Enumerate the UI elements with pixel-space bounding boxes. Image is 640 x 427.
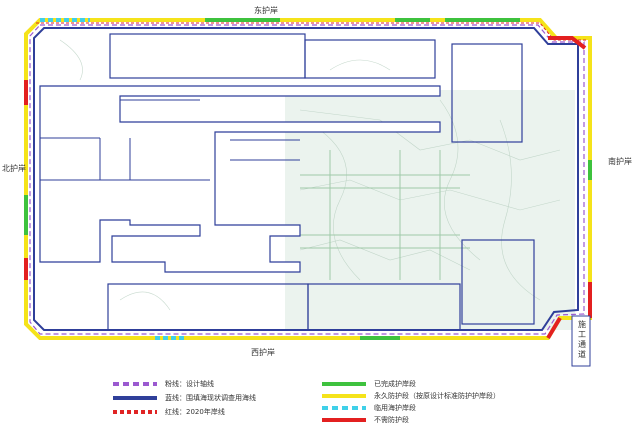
legend-label: 已完成护岸段: [374, 380, 416, 388]
completed-segments: [24, 18, 592, 340]
cyan-dashed-swatch: [322, 406, 366, 410]
green-solid-swatch: [322, 382, 366, 386]
temporary-segments: [40, 18, 185, 340]
east-bank-label: 南护岸: [608, 157, 632, 166]
south-bank-label: 西护岸: [251, 348, 275, 357]
blue-solid-swatch: [113, 396, 157, 400]
north-bank-label: 东护岸: [254, 6, 278, 15]
legend-label: 蓝线：围填海现状调查用海线: [165, 394, 256, 402]
central-comb-structure: [39, 85, 441, 273]
legend-item-permanent: 永久防护段（按原设计标准防护护岸段）: [322, 390, 500, 402]
construction-channel-box: [571, 315, 591, 367]
parcel-outlines: [107, 33, 535, 331]
legend-item-2020-shoreline: 红线：2020年岸线: [113, 406, 225, 418]
red-dashed-swatch: [113, 410, 157, 414]
legend-item-completed: 已完成护岸段: [322, 378, 416, 390]
blue-survey-line: [33, 27, 579, 331]
legend-item-no-protection: 不需防护段: [322, 414, 409, 426]
legend-item-temporary: 临用海护岸段: [322, 402, 416, 414]
legend-label: 不需防护段: [374, 416, 409, 424]
legend-label: 粉线：设计轴线: [165, 380, 214, 388]
legend-item-survey-line: 蓝线：围填海现状调查用海线: [113, 392, 256, 404]
comb-fingers: [40, 99, 300, 181]
map-legend: 粉线：设计轴线 蓝线：围填海现状调查用海线 红线：2020年岸线 已完成护岸段 …: [0, 370, 640, 427]
legend-label: 永久防护段（按原设计标准防护护岸段）: [374, 392, 500, 400]
west-bank-label: 北护岸: [2, 164, 26, 173]
legend-item-design-axis: 粉线：设计轴线: [113, 378, 214, 390]
reclamation-plan-svg: [24, 18, 592, 367]
legend-label: 临用海护岸段: [374, 404, 416, 412]
road-lines: [300, 150, 470, 280]
red-solid-swatch: [322, 418, 366, 422]
purple-dashed-swatch: [113, 382, 157, 386]
purple-design-axis: [29, 24, 585, 335]
no-protection-segments: [24, 36, 592, 340]
terrain-texture: [59, 39, 561, 311]
legend-label: 红线：2020年岸线: [165, 408, 225, 416]
construction-channel-label: 施工通道: [578, 320, 586, 359]
yellow-solid-swatch: [322, 394, 366, 398]
